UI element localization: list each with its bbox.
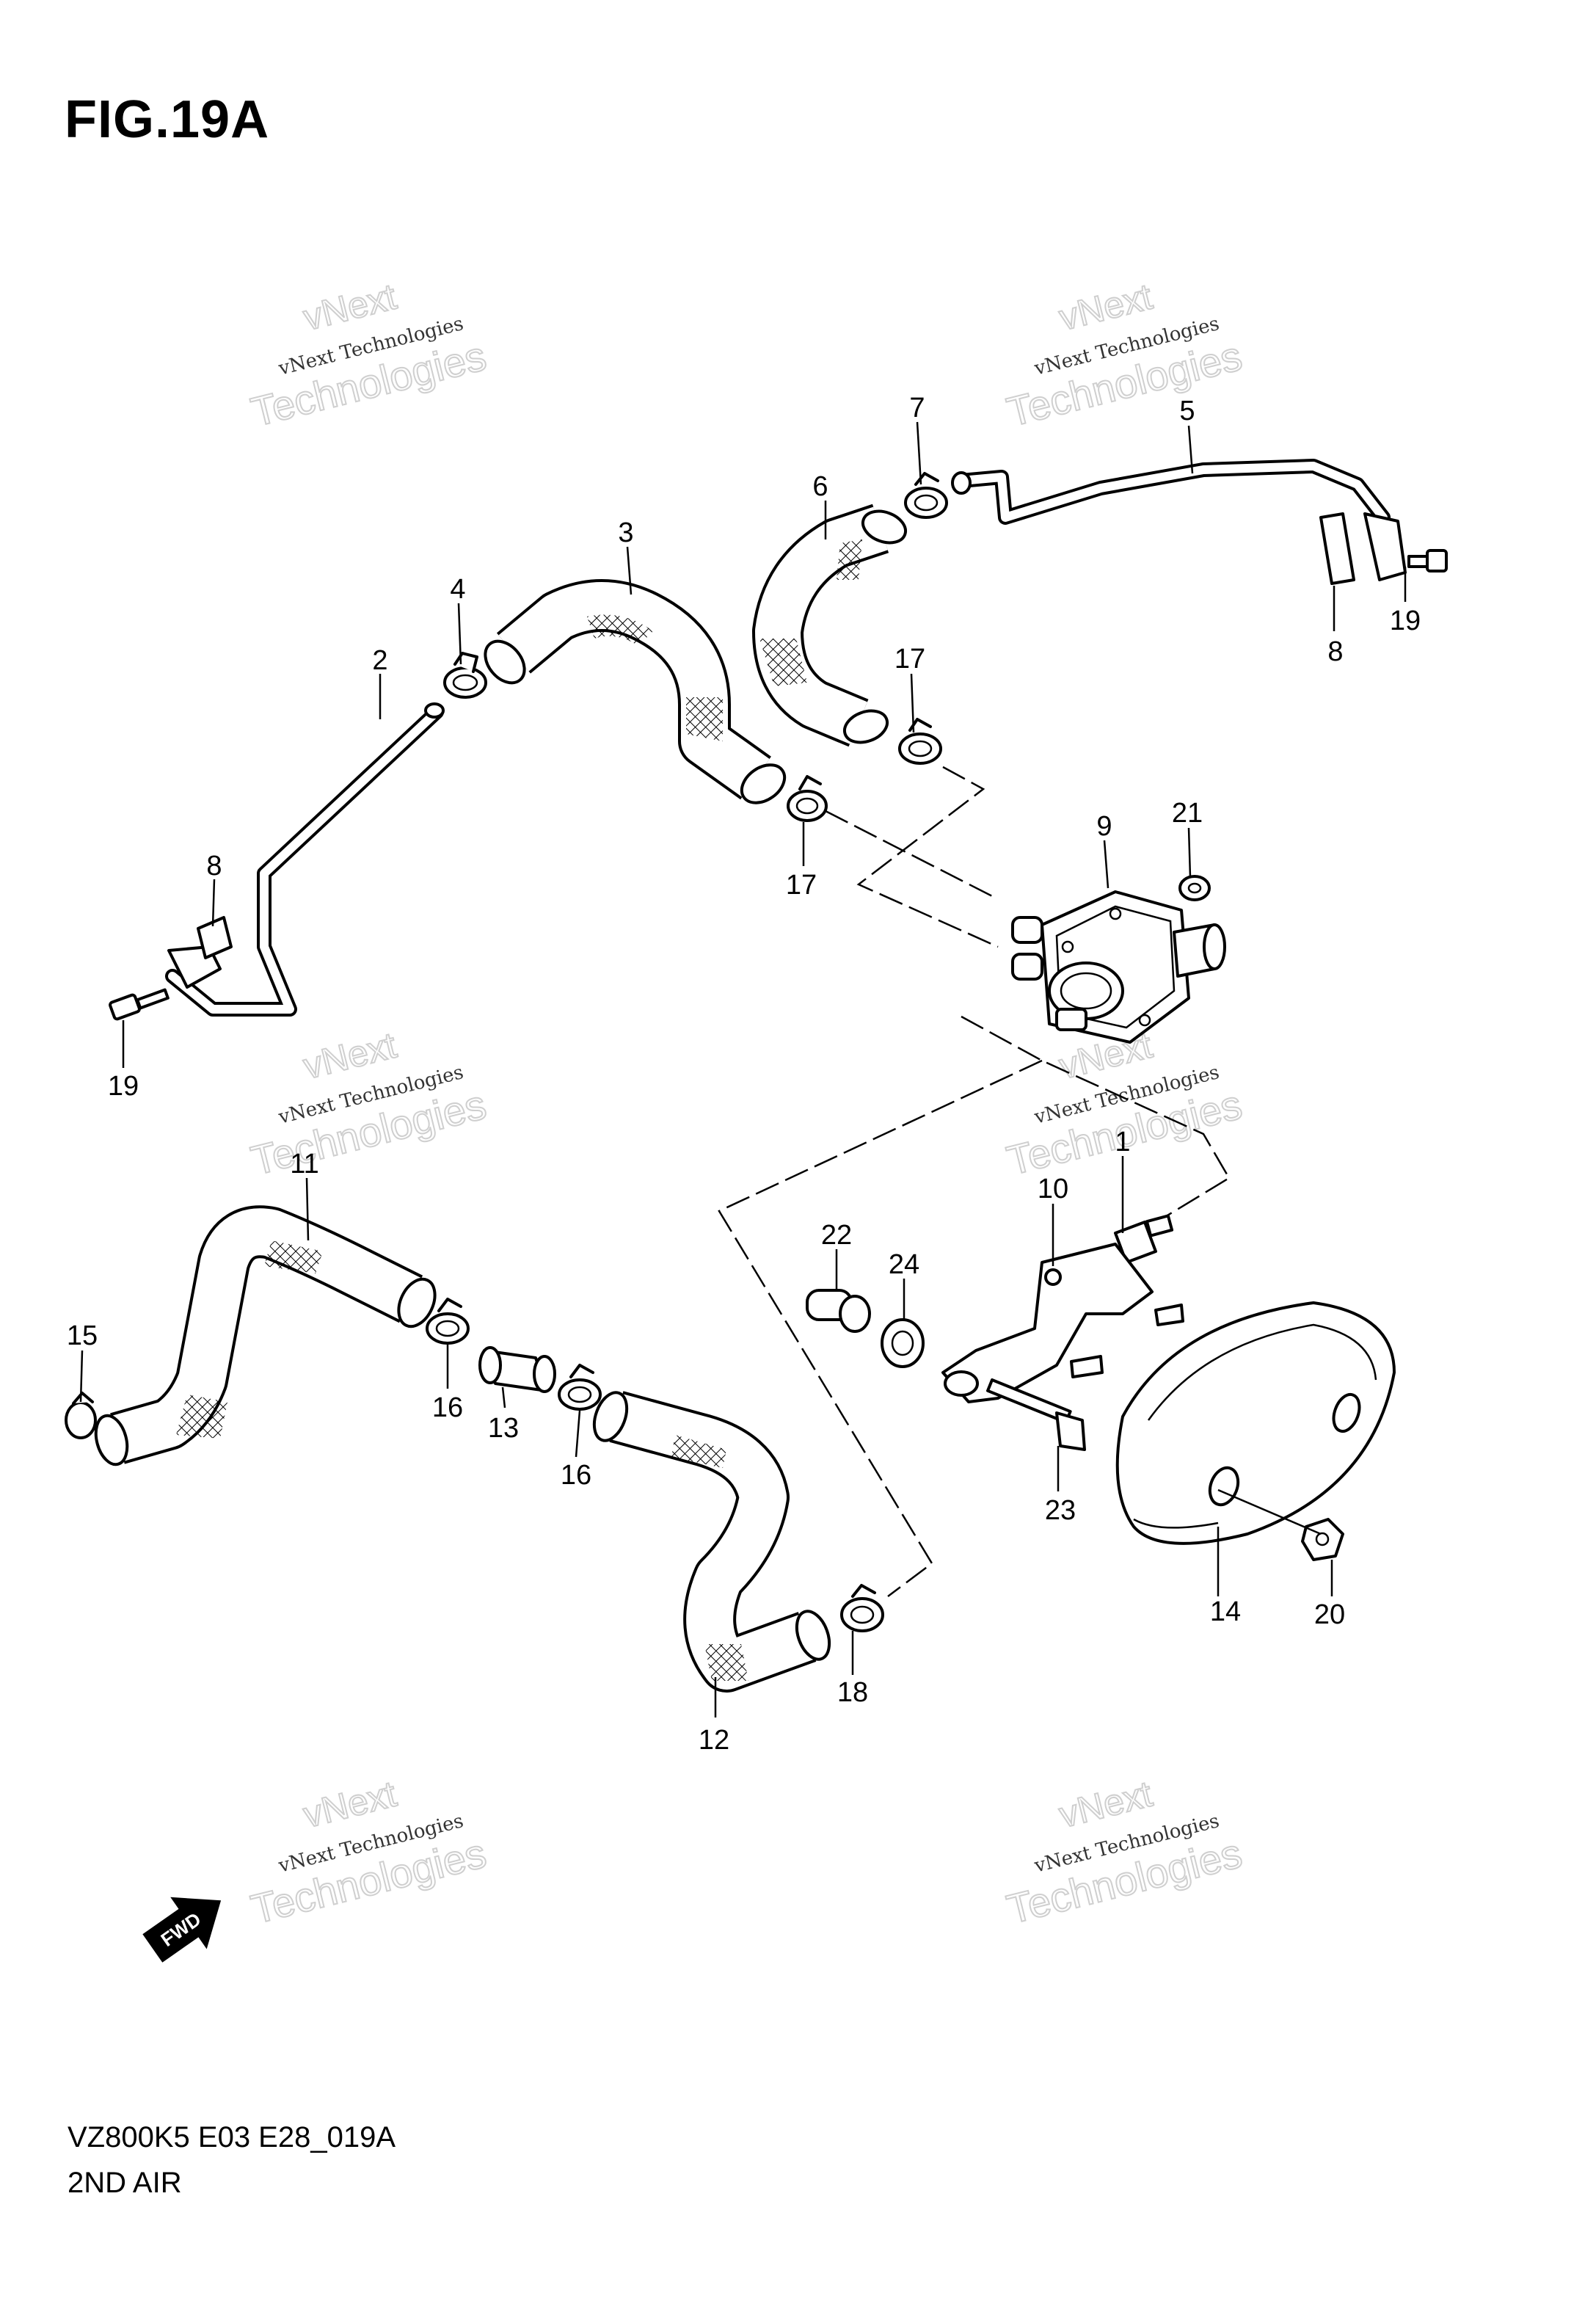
part-12-hose <box>592 1391 831 1693</box>
callout-12: 12 <box>699 1725 729 1756</box>
part-20-nut <box>1301 1518 1344 1561</box>
svg-text:vNext: vNext <box>299 1773 401 1836</box>
fwd-arrow-icon: FWD <box>142 1897 222 1963</box>
part-21-nut <box>1178 875 1211 901</box>
part-3-hose <box>484 579 787 804</box>
part-24-grommet <box>881 1318 925 1368</box>
fig-title: FIG.19A <box>65 90 270 149</box>
callout-9: 9 <box>1096 811 1112 842</box>
callout-10: 10 <box>1038 1174 1068 1204</box>
callout-22: 22 <box>821 1220 852 1251</box>
dashed-connection-lines <box>718 766 1231 1597</box>
callout-7: 7 <box>909 393 925 423</box>
callout-16-left: 16 <box>432 1392 463 1423</box>
part-18-clamp <box>840 1584 884 1632</box>
svg-text:vNext: vNext <box>299 276 401 338</box>
part-15-clip <box>65 1392 97 1439</box>
watermark-6: vNext vNext Technologies Technologies <box>1002 1773 1247 1933</box>
callout-19-left: 19 <box>108 1071 139 1102</box>
part-13-joint <box>478 1346 556 1393</box>
callout-4: 4 <box>450 574 465 605</box>
callout-19-right: 19 <box>1390 606 1421 636</box>
part-23-bolt <box>986 1378 1086 1451</box>
part-6-hose <box>752 504 908 747</box>
callout-15: 15 <box>67 1320 98 1351</box>
footer-section-name: 2ND AIR <box>68 2167 182 2199</box>
callout-17-lower: 17 <box>786 870 817 901</box>
callout-14: 14 <box>1210 1596 1241 1627</box>
part-16-clamp-left <box>426 1298 470 1345</box>
callout-3: 3 <box>618 517 633 548</box>
callout-21: 21 <box>1172 798 1203 829</box>
watermark-3: vNext vNext Technologies Technologies <box>246 1024 491 1185</box>
callout-8-right: 8 <box>1327 636 1343 667</box>
part-7-clamp <box>904 472 948 519</box>
part-14-cover <box>1115 1301 1396 1545</box>
part-10-bracket <box>941 1243 1184 1403</box>
part-9-valve <box>1011 890 1226 1044</box>
watermark-1: vNext vNext Technologies Technologies <box>246 275 491 436</box>
callout-24: 24 <box>889 1249 919 1280</box>
callout-17-upper: 17 <box>894 644 925 675</box>
part-8-bracket-left <box>197 916 233 959</box>
svg-text:vNext: vNext <box>299 1025 401 1087</box>
callout-1: 1 <box>1115 1127 1130 1157</box>
part-19-bolt-right <box>1407 549 1448 572</box>
watermark-2: vNext vNext Technologies Technologies <box>1002 275 1247 436</box>
callout-2: 2 <box>372 645 387 676</box>
part-8-bracket-right <box>1319 512 1355 585</box>
part-5-pipe <box>951 459 1407 581</box>
part-19-bolt-left <box>109 988 170 1021</box>
callout-labels: 1 2 3 4 5 6 7 8 8 9 10 11 12 13 14 15 16… <box>67 393 1421 1756</box>
callout-16-right: 16 <box>561 1460 591 1491</box>
leader-lines <box>79 421 1407 1717</box>
part-17-clamp-upper <box>898 718 942 765</box>
callout-13: 13 <box>488 1413 519 1444</box>
part-16-clamp-right <box>558 1364 602 1411</box>
callout-5: 5 <box>1179 396 1195 426</box>
part-4-clamp <box>443 652 487 699</box>
footer-model-code: VZ800K5 E03 E28_019A <box>68 2121 396 2153</box>
svg-text:vNext: vNext <box>1055 1773 1156 1836</box>
part-11-hose <box>94 1205 437 1466</box>
part-17-clamp-lower <box>787 775 828 822</box>
callout-23: 23 <box>1045 1495 1076 1526</box>
watermark-5: vNext vNext Technologies Technologies <box>246 1773 491 1933</box>
callout-8-left: 8 <box>206 851 222 881</box>
callout-18: 18 <box>837 1677 868 1708</box>
callout-20: 20 <box>1314 1599 1345 1630</box>
callout-11: 11 <box>290 1149 318 1179</box>
callout-6: 6 <box>812 471 828 502</box>
svg-text:vNext: vNext <box>1055 276 1156 338</box>
part-22-pin <box>806 1289 871 1333</box>
